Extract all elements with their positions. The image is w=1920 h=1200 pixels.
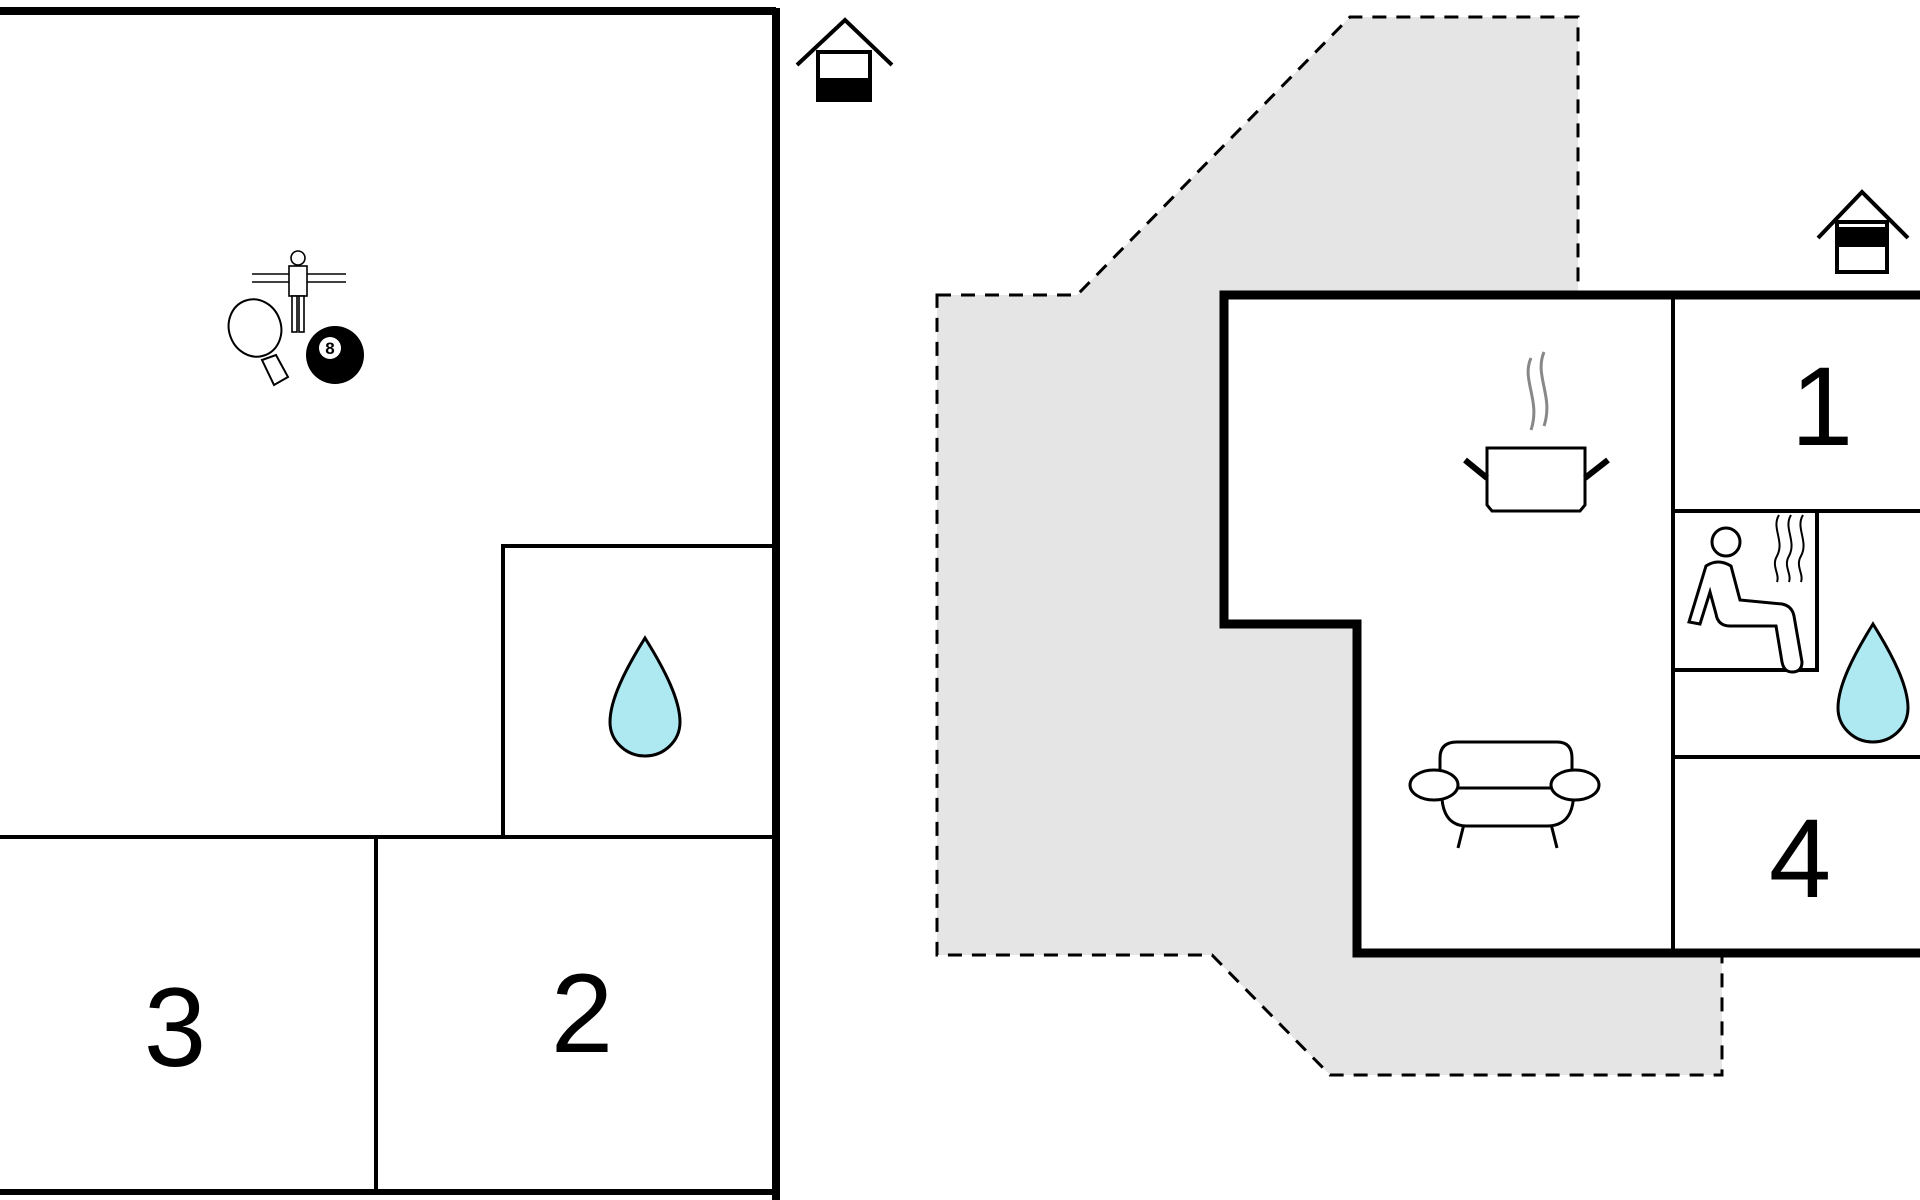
house-entrance-icon [1816,189,1910,274]
bathroom-wall [501,544,772,837]
cooking-pot-icon [1463,351,1610,513]
room-1-label: 1 [1791,344,1853,469]
table-tennis-icon [227,298,290,387]
room-4-label: 4 [1769,796,1831,921]
room-3-label: 3 [144,965,206,1090]
right-building-outer-wall [1219,290,1920,958]
sofa-icon [1408,740,1601,849]
billiard-ball-number: 8 [325,339,334,358]
terrace-area [935,15,1724,1077]
house-entrance-icon [795,17,894,102]
water-drop-icon [1836,621,1910,744]
right-building-inner-walls [1671,299,1920,949]
billiard-ball-icon: 8 [306,326,364,384]
left-building [0,7,780,1200]
room-2-label: 2 [551,951,613,1076]
table-football-icon [252,250,346,333]
sauna-icon [1687,514,1805,674]
water-drop-icon [608,635,682,758]
